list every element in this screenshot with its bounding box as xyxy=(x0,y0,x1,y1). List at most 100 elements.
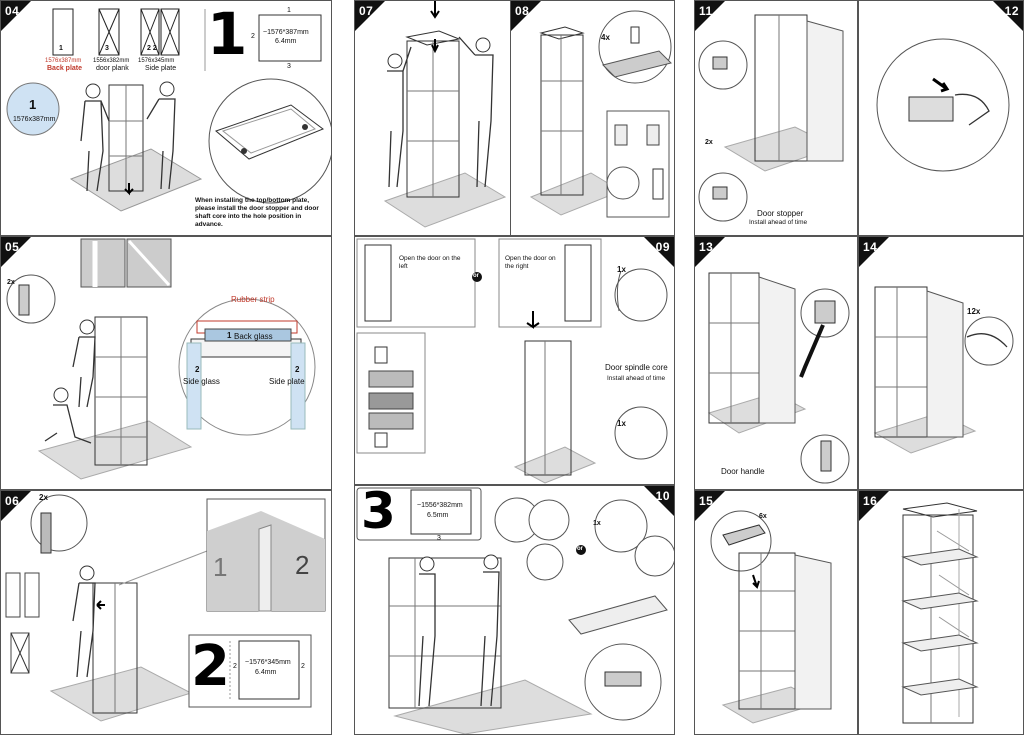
part-1-size: 1576x387mm xyxy=(45,58,82,64)
panel-09-number: 09 xyxy=(655,240,670,254)
panel-14-number: 14 xyxy=(863,240,878,254)
panel-08-corner xyxy=(511,1,541,31)
back-glass-label: Back glass xyxy=(234,332,273,341)
box-edge-right: 2 xyxy=(301,663,305,670)
panel-05-illustration xyxy=(6,238,316,480)
install-note: When installing the top/bottom plate, pl… xyxy=(195,197,319,229)
panel-09-illustration xyxy=(356,238,668,484)
panel-06-illustration xyxy=(5,494,326,722)
callout-size: 1576x387mm xyxy=(13,116,56,123)
corner-label-1: 1 xyxy=(213,552,228,582)
panel-11-illustration xyxy=(698,14,844,222)
part-3-num: 3 xyxy=(105,45,109,52)
panel-04-illustration xyxy=(6,8,331,212)
panel-05-corner xyxy=(1,237,31,267)
door-handle-label: Door handle xyxy=(721,467,765,476)
panel-12: 12 xyxy=(858,0,1024,236)
panel-12-number: 12 xyxy=(1004,4,1019,18)
panel-16: 16 xyxy=(858,490,1024,735)
panel-12-corner xyxy=(993,1,1023,31)
panel-15: 15 6x xyxy=(694,490,858,735)
panel-15-corner xyxy=(695,491,725,521)
rubber-strip-label: Rubber strip xyxy=(231,295,275,304)
spindle-label: Door spindle core xyxy=(605,363,668,372)
panel-04-number: 04 xyxy=(5,4,20,18)
door-stopper-label: Door stopper xyxy=(757,209,804,218)
box-edge-left: 2 xyxy=(233,663,237,670)
part-1-num: 1 xyxy=(59,45,63,52)
box-edge-bottom: 3 xyxy=(287,63,291,70)
box-dims: ~1576*345mm xyxy=(245,659,291,666)
panel-05: 05 2x Rubber strip 1 Back glass 2 Side g… xyxy=(0,236,332,490)
panel-14: 14 12x xyxy=(858,236,1024,490)
box-thickness: 6.5mm xyxy=(427,512,449,519)
panel-07-corner xyxy=(355,1,385,31)
qty-label: 4x xyxy=(601,33,610,42)
box-edge: 3 xyxy=(437,535,441,542)
panel-10: 10 3 ~1556*382mm 6.5mm 3 1x or xyxy=(354,485,675,735)
panel-13-corner xyxy=(695,237,725,267)
side-glass-label: Side glass xyxy=(183,377,220,386)
part-2-num: 2 2 xyxy=(147,45,157,52)
panel-11-corner xyxy=(695,1,725,31)
panel-06-corner xyxy=(1,491,31,521)
panel-05-number: 05 xyxy=(5,240,20,254)
panel-16-number: 16 xyxy=(863,494,878,508)
box-thickness: 6.4mm xyxy=(255,669,277,676)
callout-num: 1 xyxy=(29,97,37,112)
panel-08-illustration xyxy=(529,10,672,218)
panel-06: 06 2x 1 2 2 2 2 ~1576*345mm 6.4mm xyxy=(0,490,332,735)
panel-15-number: 15 xyxy=(699,494,714,508)
panel-11: 11 2x Door stopper Install ahead of time xyxy=(694,0,858,236)
panel-13-illustration xyxy=(707,272,850,484)
panel-16-illustration xyxy=(901,502,979,724)
panel-07: 07 xyxy=(354,0,512,236)
panel-10-illustration xyxy=(356,487,674,734)
panel-15-illustration xyxy=(710,510,832,724)
right-door-label: Open the door on the right xyxy=(505,255,556,271)
qty-top-label: 1x xyxy=(617,265,626,274)
panel-07-number: 07 xyxy=(359,4,374,18)
panel-14-corner xyxy=(859,237,889,267)
qty-label: 2x xyxy=(39,493,48,502)
panel-04: 04 1 3 2 2 1576x387mm Back plate 1556x38… xyxy=(0,0,332,236)
panel-11-number: 11 xyxy=(699,4,713,18)
step-big-number: 1 xyxy=(207,0,248,68)
panel-09-corner xyxy=(644,237,674,267)
box-dims: ~1576*387mm xyxy=(263,29,309,36)
box-dims: ~1556*382mm xyxy=(417,502,463,509)
door-stopper-sub-label: Install ahead of time xyxy=(749,219,808,226)
or-label: or xyxy=(577,546,583,552)
box-thickness: 6.4mm xyxy=(275,38,297,45)
step-big-number: 2 xyxy=(191,634,230,699)
panel-06-number: 06 xyxy=(5,494,20,508)
qty-label: 6x xyxy=(759,513,767,520)
panel-13: 13 Door handle xyxy=(694,236,858,490)
panel-14-illustration xyxy=(873,286,1014,454)
box-edge-top: 1 xyxy=(287,7,291,14)
panel-12-illustration xyxy=(876,38,1010,172)
step-big-number: 3 xyxy=(361,485,396,540)
part-1-name: Back plate xyxy=(47,65,83,72)
qty-bottom-label: 1x xyxy=(617,419,626,428)
spindle-sub-label: Install ahead of time xyxy=(607,375,666,382)
part-3-name: door plank xyxy=(96,65,129,72)
panel-07-illustration xyxy=(383,1,507,228)
left-door-label: Open the door on the left xyxy=(399,255,461,271)
part-3-size: 1556x382mm xyxy=(93,58,130,64)
panel-08: 08 4x xyxy=(510,0,675,236)
side-glass-num: 2 xyxy=(195,365,200,374)
panel-13-number: 13 xyxy=(699,240,714,254)
back-glass-num: 1 xyxy=(227,331,232,340)
qty-label: 2x xyxy=(7,279,15,286)
qty-label: 12x xyxy=(967,307,981,316)
box-edge-left: 2 xyxy=(251,33,255,40)
qty-label: 1x xyxy=(593,520,601,527)
panel-09: 09 Open the door on the left Open the do… xyxy=(354,236,675,485)
side-plate-label: Side plate xyxy=(269,377,305,386)
panel-10-corner xyxy=(644,486,674,516)
part-2-size: 1576x345mm xyxy=(138,58,175,64)
panel-08-number: 08 xyxy=(515,4,530,18)
part-2-name: Side plate xyxy=(145,65,177,72)
panel-16-corner xyxy=(859,491,889,521)
